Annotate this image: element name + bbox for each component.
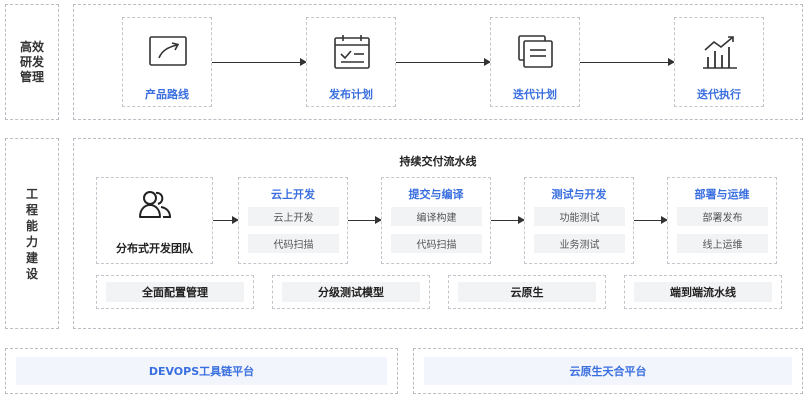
stage-test-dev: 测试与开发 功能测试 业务测试: [524, 177, 634, 264]
stage-item: 业务测试: [534, 234, 625, 253]
platform-label: DEVOPS工具链平台: [16, 357, 387, 385]
bar-growth-icon: [703, 36, 737, 69]
stage-item: 线上运维: [677, 234, 768, 253]
process-step-release-plan: 发布计划: [306, 17, 396, 107]
capability-tiered-testing: 分级测试模型: [272, 275, 430, 309]
trend-chart-icon: [149, 36, 187, 66]
capability-cloud-native: 云原生: [448, 275, 606, 309]
arrow-roadmap-to-release: [212, 58, 307, 66]
stage-item: 编译构建: [391, 207, 482, 226]
arrow-compile-to-test: [491, 216, 525, 224]
process-step-product-roadmap: 产品路线: [122, 17, 212, 107]
stage-title: 测试与开发: [551, 188, 607, 201]
process-step-label: 迭代执行: [697, 88, 741, 101]
stage-title: 提交与编译: [408, 188, 464, 201]
process-step-iteration-execution: 迭代执行: [674, 17, 764, 107]
arrow-iteration-to-execution: [580, 58, 675, 66]
team-box: 分布式开发团队: [96, 177, 213, 264]
platform-cloud-native: 云原生天合平台: [413, 348, 803, 394]
platform-label: 云原生天合平台: [424, 357, 792, 385]
stage-deploy-ops: 部署与运维 部署发布 线上运维: [667, 177, 777, 264]
stage-cloud-dev: 云上开发 云上开发 代码扫描: [238, 177, 348, 264]
arrow-cloud-dev-to-compile: [348, 216, 382, 224]
stage-item: 功能测试: [534, 207, 625, 226]
stage-title: 云上开发: [271, 188, 315, 201]
process-step-label: 迭代计划: [513, 88, 557, 101]
row-label-engineering: 工程能力建设: [25, 186, 38, 281]
stage-commit-compile: 提交与编译 编译构建 代码扫描: [381, 177, 491, 264]
stage-item: 代码扫描: [248, 234, 339, 253]
stage-item: 部署发布: [677, 207, 768, 226]
row-label-box-engineering: 工程能力建设: [5, 138, 59, 329]
process-step-iteration-plan: 迭代计划: [490, 17, 580, 107]
capability-label: 云原生: [458, 282, 596, 302]
capability-label: 全面配置管理: [106, 282, 244, 302]
stage-title: 部署与运维: [694, 188, 750, 201]
document-stack-icon: [518, 35, 553, 68]
row-label-efficient-dev: 高效研发管理: [19, 39, 44, 84]
stage-item: 云上开发: [248, 207, 339, 226]
process-step-label: 产品路线: [145, 88, 189, 101]
capability-label: 端到端流水线: [634, 282, 772, 302]
row-label-box-efficient-dev: 高效研发管理: [5, 4, 59, 120]
pipeline-title: 持续交付流水线: [399, 155, 477, 168]
process-step-label: 发布计划: [329, 88, 373, 101]
pipeline-panel: 持续交付流水线 分布式开发团队 云上开发 云上开发 代码扫描 提交与编译 编译构…: [73, 138, 803, 329]
process-panel: 产品路线 发布计划 迭代计划: [73, 4, 803, 120]
capability-config-management: 全面配置管理: [96, 275, 254, 309]
calendar-check-icon: [334, 35, 370, 69]
arrow-test-to-deploy: [634, 216, 668, 224]
arrow-team-to-cloud-dev: [213, 216, 239, 224]
arrow-release-to-iteration: [396, 58, 491, 66]
stage-item: 代码扫描: [391, 234, 482, 253]
platform-devops: DEVOPS工具链平台: [5, 348, 398, 394]
team-label: 分布式开发团队: [116, 242, 193, 255]
team-users-icon: [139, 191, 172, 218]
capability-label: 分级测试模型: [282, 282, 420, 302]
capability-e2e-pipeline: 端到端流水线: [624, 275, 782, 309]
